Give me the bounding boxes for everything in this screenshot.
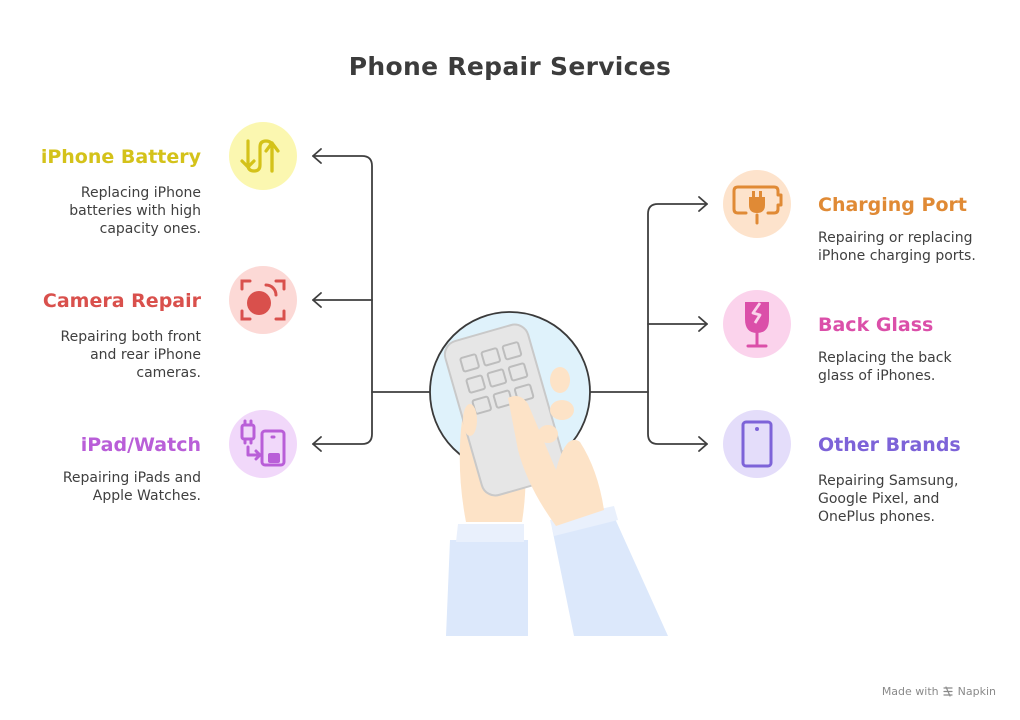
hand-holding-phone-illustration xyxy=(429,311,668,636)
heading-back-glass: Back Glass xyxy=(818,314,934,336)
napkin-logo-icon xyxy=(943,686,953,697)
description-charging-port: Repairing or replacing iPhone charging p… xyxy=(818,230,976,264)
smartphone-icon xyxy=(723,410,791,478)
heading-charging-port: Charging Port xyxy=(818,194,967,216)
heading-camera-repair: Camera Repair xyxy=(42,290,201,312)
swap-arrows-icon xyxy=(229,122,297,190)
heading-iphone-battery: iPhone Battery xyxy=(40,146,201,168)
device-sync-icon xyxy=(229,410,297,478)
description-back-glass: Replacing the back glass of iPhones. xyxy=(818,350,952,384)
page-title: Phone Repair Services xyxy=(348,52,672,81)
battery-plug-icon xyxy=(723,170,791,238)
credit-text: Made with xyxy=(881,685,939,698)
broken-glass-icon xyxy=(723,290,791,358)
camera-focus-icon xyxy=(229,266,297,334)
description-ipad-watch: Repairing iPads and Apple Watches. xyxy=(62,470,201,504)
heading-ipad-watch: iPad/Watch xyxy=(80,434,201,456)
description-iphone-battery: Replacing iPhone batteries with high cap… xyxy=(69,185,201,237)
credit-brand: Napkin xyxy=(957,685,996,698)
description-camera-repair: Repairing both front and rear iPhone cam… xyxy=(60,329,202,381)
heading-other-brands: Other Brands xyxy=(818,434,961,456)
napkin-credit[interactable]: Made with Napkin xyxy=(882,685,996,698)
description-other-brands: Repairing Samsung, Google Pixel, and One… xyxy=(818,473,959,525)
